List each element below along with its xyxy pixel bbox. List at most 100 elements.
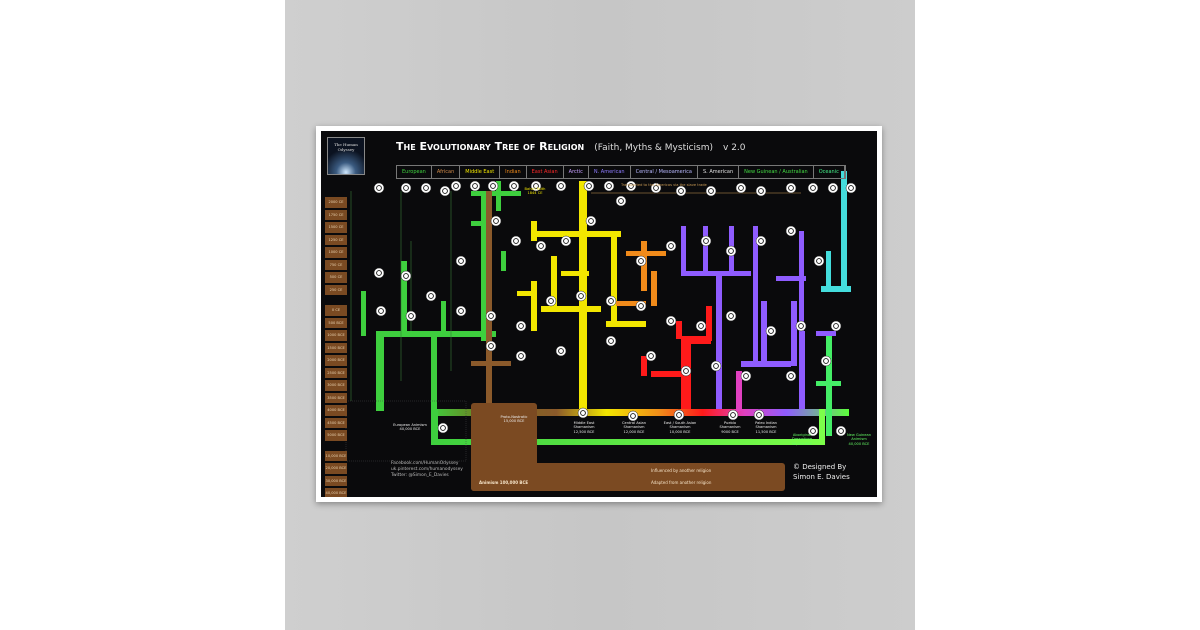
credit-line-2: Simon E. Davies [793,473,850,481]
tree-branch [703,226,708,276]
tree-branch [441,301,446,336]
religion-symbol-icon [458,308,464,314]
twitter-link: Twitter: @Simon_E_Davies [391,473,449,478]
timeline-marker: 1750 CE [325,209,347,220]
religion-symbol-node [735,182,747,194]
timeline-marker: 250 CE [325,284,347,295]
religion-symbol-icon [758,238,764,244]
religion-symbol-icon [490,183,496,189]
legend-item: S. American [698,166,740,178]
religion-symbol-node [485,310,497,322]
religion-symbol-node [603,180,615,192]
religion-symbol-icon [678,188,684,194]
religion-symbol-node [625,180,637,192]
religion-symbol-icon [738,185,744,191]
timeline-marker: 2000 CE [325,197,347,208]
tree-branch [376,331,384,411]
human-odyssey-logo: The Human Odyssey [327,137,365,175]
religion-symbol-icon [378,308,384,314]
religion-symbol-icon [648,353,654,359]
timeline-marker: 0 CE [325,305,347,316]
religion-symbol-node [635,255,647,267]
main-trunk-band [431,409,849,416]
religion-symbol-icon [588,218,594,224]
timeline-marker: 1000 BCE [325,330,347,341]
pinterest-link: uk.pinterest.com/humanodyssey [391,467,463,472]
timeline-marker: 40,000 BCE [325,488,347,497]
poster: The Human Odyssey The Evolutionary Tree … [316,126,882,502]
timeline-marker: 2000 BCE [325,355,347,366]
poster-artwork: The Human Odyssey The Evolutionary Tree … [321,131,877,497]
religion-symbol-node [705,185,717,197]
religion-symbol-node [555,345,567,357]
religion-symbol-icon [511,183,517,189]
legend-item: N. American [589,166,631,178]
religion-symbol-node [420,182,432,194]
religion-symbol-icon [713,363,719,369]
info-bar [471,463,785,491]
religion-symbol-node [400,182,412,194]
religion-symbol-node [450,180,462,192]
timeline-marker: 10,000 BCE [325,450,347,461]
religion-symbol-node [615,195,627,207]
religion-symbol-icon [833,323,839,329]
tree-branch [606,321,646,327]
religion-symbol-icon [488,313,494,319]
religion-symbol-node [807,182,819,194]
religion-symbol-node [455,255,467,267]
religion-symbol-icon [838,428,844,434]
religion-symbol-node [827,182,839,194]
religion-symbol-node [577,407,589,419]
legend-influenced: Influenced by another religion [651,468,712,473]
timeline-marker: 20,000 BCE [325,463,347,474]
slave-trade-annotation: Transported to the Americas via the slav… [621,183,707,187]
religion-symbol-icon [558,183,564,189]
religion-symbol-node [765,325,777,337]
timeline-marker: 1500 BCE [325,342,347,353]
legend-item: Central / Mesoamerica [631,166,698,178]
religion-symbol-node [535,240,547,252]
religion-symbol-icon [668,243,674,249]
religion-symbol-node [583,180,595,192]
tree-branch [531,221,537,241]
religion-symbol-icon [472,183,478,189]
religion-symbol-node [510,235,522,247]
tree-branch [626,251,666,256]
religion-symbol-icon [376,270,382,276]
religion-symbol-node [830,320,842,332]
religion-symbol-icon [442,188,448,194]
religion-symbol-node [725,310,737,322]
religion-symbol-node [585,215,597,227]
timeline-marker: 500 BCE [325,317,347,328]
social-links: Facebook.com/HumanOdyssey uk.pinterest.c… [391,461,463,479]
religion-symbol-icon [768,328,774,334]
religion-symbol-icon [493,218,499,224]
tree-branch [676,321,682,339]
legend-item: New Guinean / Australian [739,166,814,178]
religion-symbol-node [605,295,617,307]
religion-symbol-node [485,340,497,352]
religion-symbol-icon [848,185,854,191]
tree-branch [681,336,711,344]
religion-symbol-node [560,235,572,247]
religion-symbol-node [645,350,657,362]
religion-symbol-icon [580,410,586,416]
religion-symbol-icon [728,313,734,319]
religion-symbol-node [740,370,752,382]
religion-symbol-node [515,350,527,362]
religion-symbol-icon [788,228,794,234]
religion-symbol-node [673,409,685,421]
tree-branch [799,231,804,331]
religion-symbol-icon [518,353,524,359]
tree-branch [816,381,841,386]
religion-symbol-icon [788,185,794,191]
legend-item: European [397,166,432,178]
religion-symbol-node [785,225,797,237]
tree-branch [799,331,805,409]
tree-branch [816,331,836,336]
